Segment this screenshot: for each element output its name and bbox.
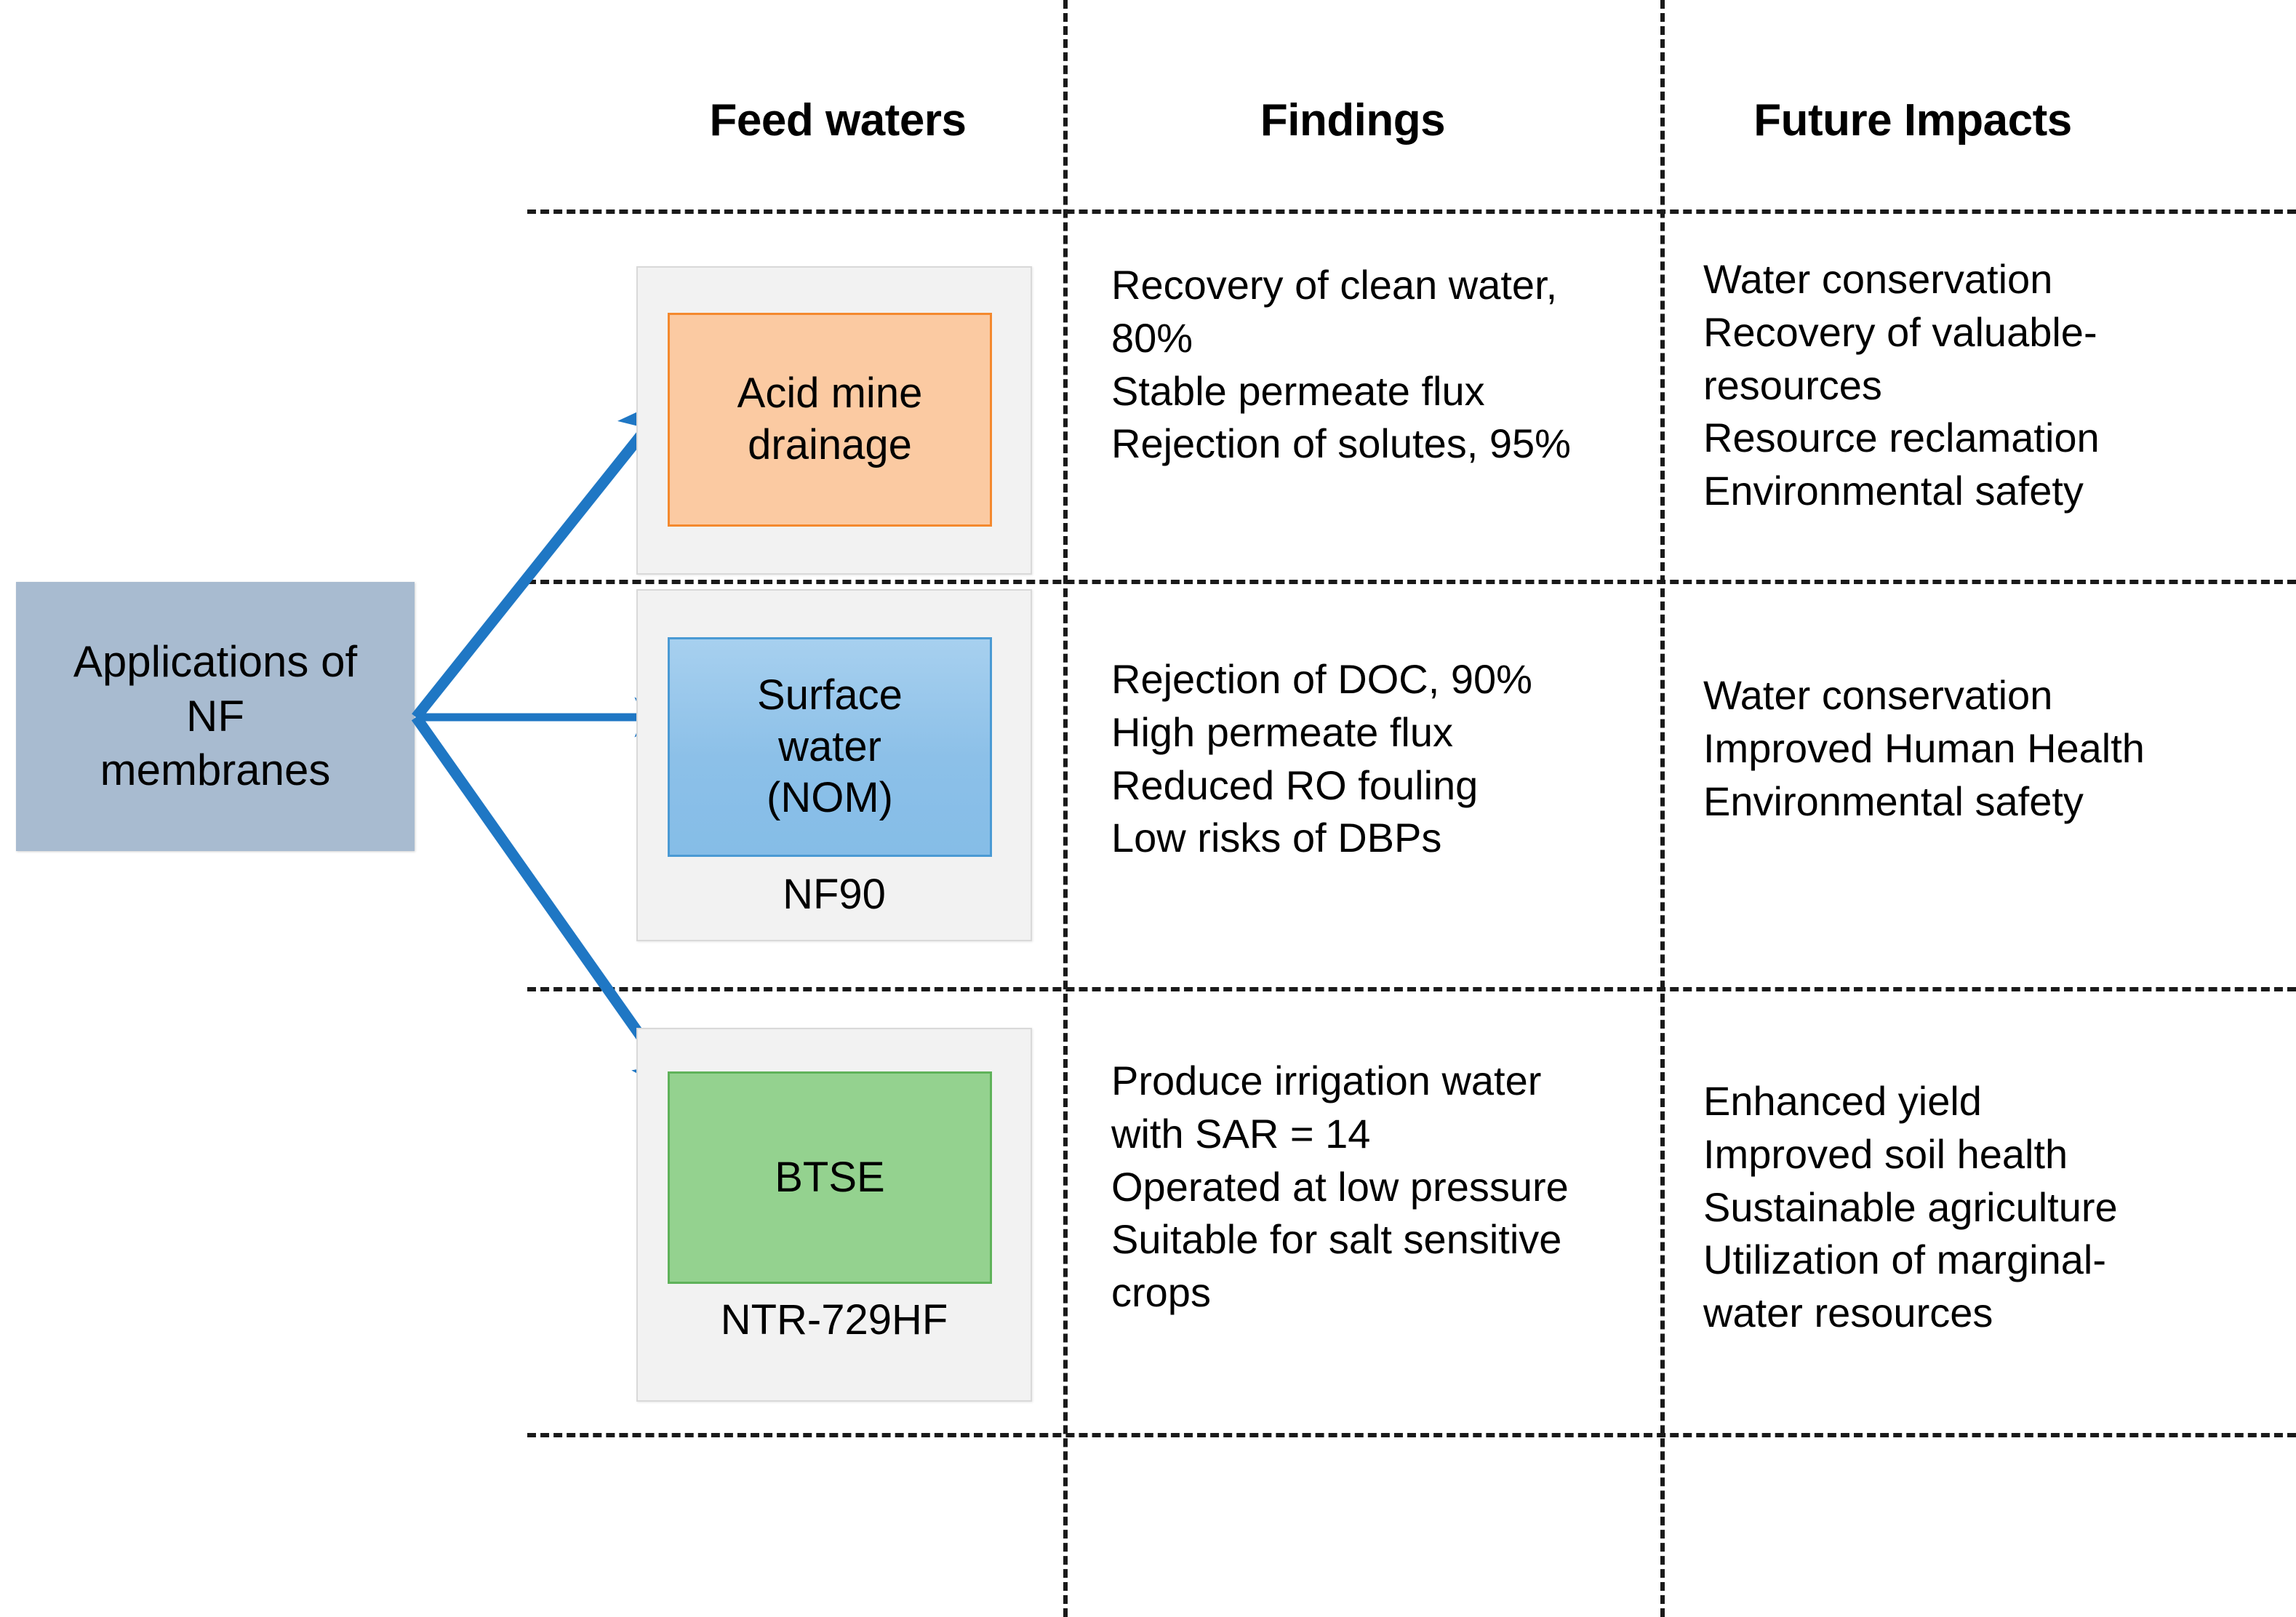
grid-hline-row1: [527, 580, 2296, 584]
grid-hline-top: [527, 209, 2296, 214]
membrane-label-ntr-729hf: NTR-729HF: [720, 1296, 948, 1343]
source-node-label: Applications of NF membranes: [73, 637, 358, 795]
grid-hline-bottom: [527, 1433, 2296, 1437]
findings-cell-row-3: Produce irrigation water with SAR = 14 O…: [1111, 1058, 1569, 1316]
feed-water-box-btse[interactable]: BTSE: [668, 1071, 992, 1284]
findings-cell-row-2: Rejection of DOC, 90% High permeate flux…: [1111, 656, 1532, 861]
source-node-nf-applications[interactable]: Applications of NF membranes: [16, 582, 415, 851]
feed-water-group-3[interactable]: BTSE NTR-729HF: [636, 1028, 1032, 1402]
findings-cell-row-1: Recovery of clean water, 80% Stable perm…: [1111, 262, 1571, 467]
impacts-cell-row-2: Water conservation Improved Human Health…: [1703, 672, 2145, 824]
feed-water-box-surface-water[interactable]: Surface water (NOM): [668, 637, 992, 857]
feed-water-group-1[interactable]: Acid mine drainage: [636, 266, 1032, 575]
column-header-feed-waters: Feed waters: [709, 95, 967, 145]
arrow-to-acid-mine-drainage: [412, 395, 673, 721]
membrane-label-nf90: NF90: [783, 871, 886, 918]
feed-water-group-2[interactable]: Surface water (NOM) NF90: [636, 589, 1032, 941]
column-header-findings: Findings: [1260, 95, 1446, 145]
impacts-cell-row-1: Water conservation Recovery of valuable-…: [1703, 256, 2100, 514]
feed-water-box-acid-mine-drainage[interactable]: Acid mine drainage: [668, 313, 992, 527]
grid-vline-findings: [1063, 0, 1068, 1617]
grid-vline-impacts: [1660, 0, 1665, 1617]
impacts-cell-row-3: Enhanced yield Improved soil health Sust…: [1703, 1078, 2118, 1336]
column-header-future-impacts: Future Impacts: [1753, 95, 2072, 145]
grid-hline-row2: [527, 987, 2296, 991]
